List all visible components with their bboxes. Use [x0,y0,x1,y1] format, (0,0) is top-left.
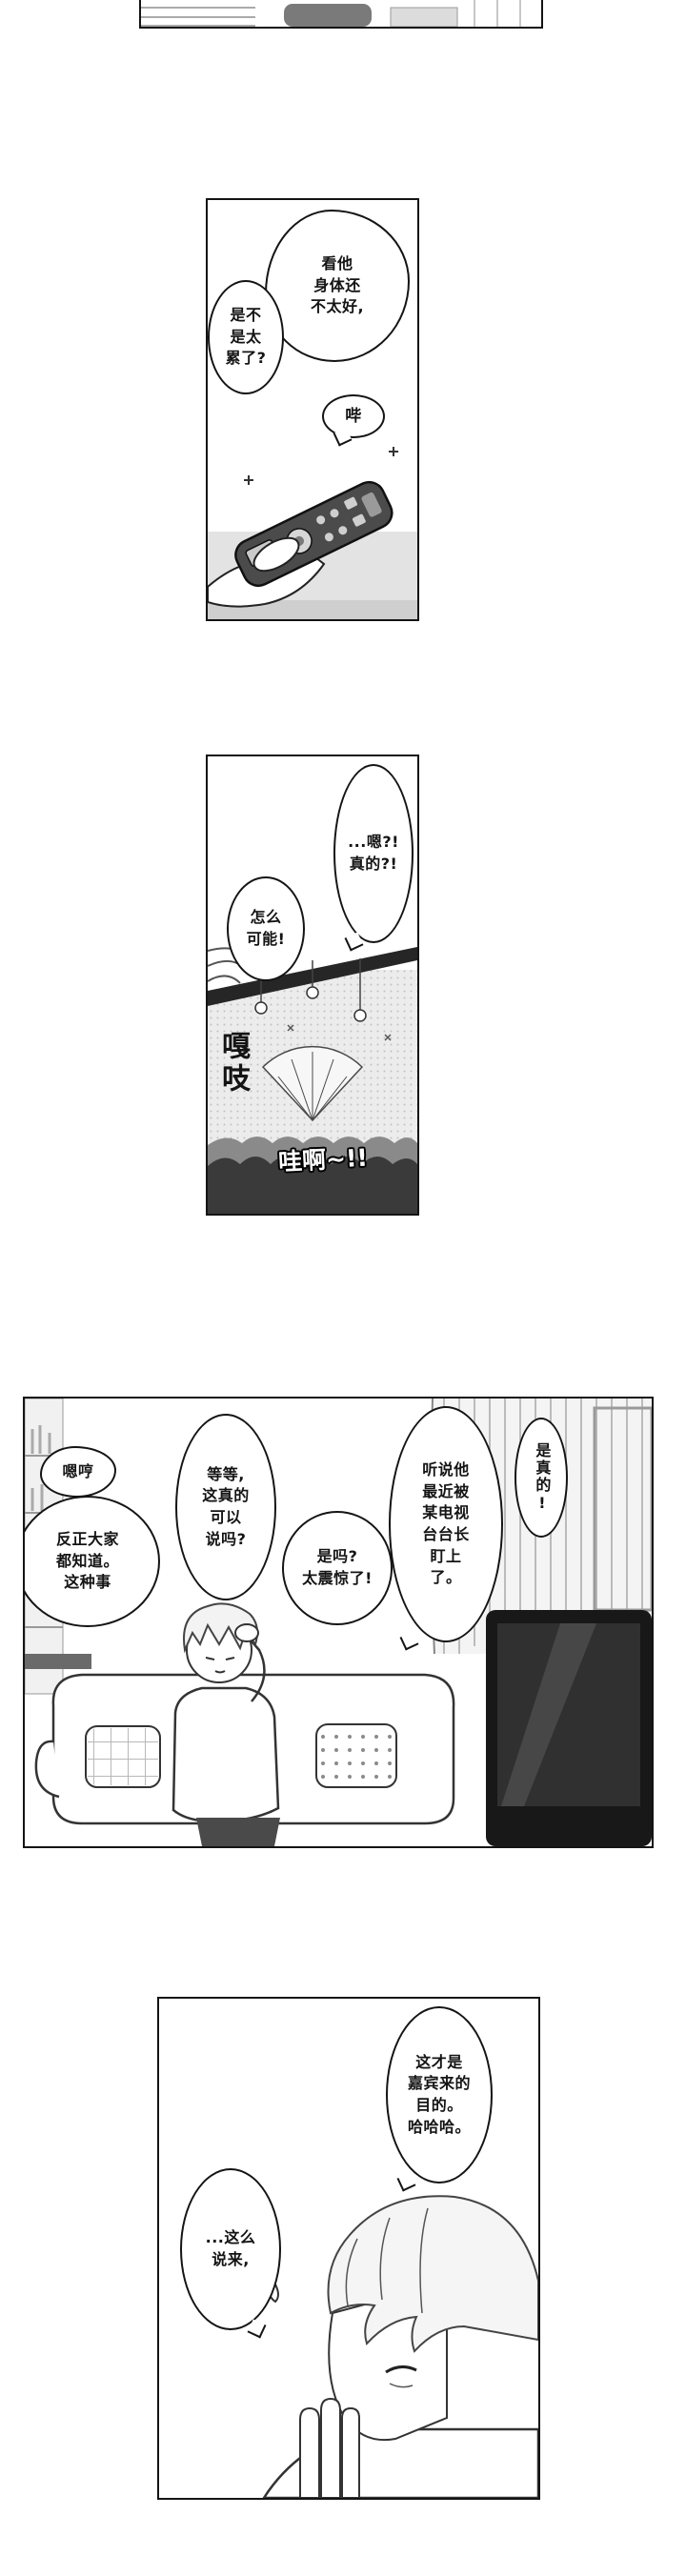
speech-text: 反正大家 都知道。 这种事 [55,1529,119,1592]
living-room-artwork [25,1399,652,1846]
top-partial-artwork [141,0,521,27]
speech-text: 看他 身体还 不太好, [310,253,365,316]
panel-2-tv-audience: ...嗯?! 真的?! 怎么 可能! 嘎吱 哇啊~!! [206,755,419,1216]
panel-3-living-room: 嗯哼 反正大家 都知道。 这种事 等等, 这真的 可以 说吗? 是吗? 太震惊了… [23,1397,654,1848]
speech-text: ...这么 说来, [205,2228,256,2268]
speech-bubble-tired: 是不 是太 累了? [208,280,284,394]
speech-text: 是不 是太 累了? [225,305,267,368]
speech-bubble-wait: 等等, 这真的 可以 说吗? [175,1414,276,1600]
speech-text: 等等, 这真的 可以 说吗? [202,1464,250,1548]
speech-bubble-come-to-think: ...这么 说来, [180,2168,281,2339]
speech-bubble-guest-purpose: 这才是 嘉宾来的 目的。 哈哈哈。 [386,2006,493,2192]
speech-bubble-everyone-knows: 反正大家 都知道。 这种事 [25,1496,160,1627]
sfx-text: 哔 [345,406,362,426]
sfx-text: 哇啊~!! [277,1143,369,1177]
speech-bubble-shocking: 是吗? 太震惊了! [282,1511,393,1625]
panel-top-partial [139,0,543,29]
panel-4-closeup: 这才是 嘉宾来的 目的。 哈哈哈。 ...这么 说来, [157,1997,540,2500]
sfx-creak: 嘎吱 [212,1031,253,1096]
speech-text: 是吗? 太震惊了! [302,1547,373,1587]
remote-artwork [208,447,417,619]
tv-audience-artwork [208,941,417,1214]
speech-bubble-really: ...嗯?! 真的?! [333,764,414,952]
speech-text: 嗯哼 [62,1461,94,1480]
speech-bubble-its-true: 是真的! [514,1418,568,1538]
speech-bubble-rumor: 听说他 最近被 某电视 台台长 盯上 了。 [389,1406,503,1651]
panel-1-remote: 看他 身体还 不太好, 是不 是太 累了? 哔 [206,198,419,621]
speech-text: ...嗯?! 真的?! [348,833,399,873]
sfx-text: 嘎吱 [216,1031,250,1096]
speech-bubble-hmm: 嗯哼 [40,1446,116,1498]
sfx-bubble-beep: 哔 [322,394,385,447]
closeup-artwork [262,2195,538,2498]
speech-text: 怎么 可能! [246,908,286,948]
speech-bubble-condition: 看他 身体还 不太好, [265,210,410,362]
sfx-crowd-cheer: 哇啊~!! [277,1139,369,1178]
speech-bubble-impossible: 怎么 可能! [227,876,305,981]
speech-text: 是真的! [533,1441,552,1514]
speech-text: 听说他 最近被 某电视 台台长 盯上 了。 [422,1459,470,1587]
speech-text: 这才是 嘉宾来的 目的。 哈哈哈。 [407,2052,471,2136]
